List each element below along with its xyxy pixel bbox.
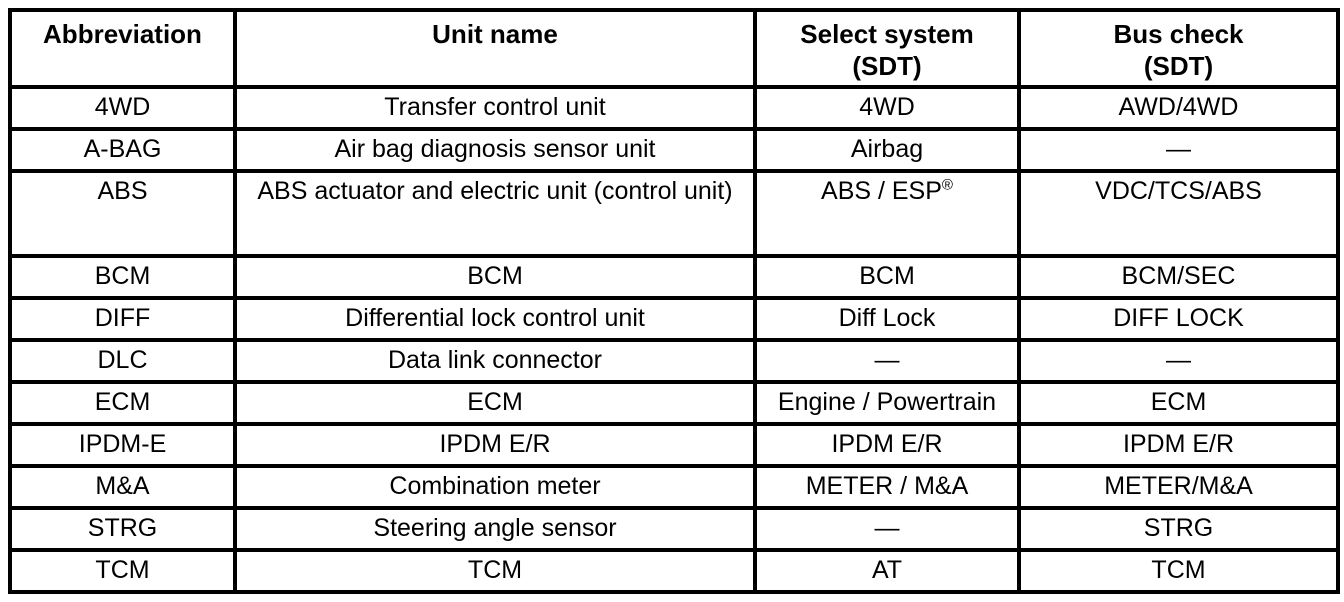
cell-unit-name: BCM bbox=[233, 254, 757, 300]
cell-bus-check: IPDM E/R bbox=[1017, 422, 1340, 468]
cell-select-system: Engine / Powertrain bbox=[753, 380, 1021, 426]
cell-select-system: AT bbox=[753, 548, 1021, 594]
cell-abbreviation: ECM bbox=[8, 380, 237, 426]
table-row: A-BAG Air bag diagnosis sensor unit Airb… bbox=[8, 127, 1340, 173]
cell-select-system: Airbag bbox=[753, 127, 1021, 173]
cell-select-system: IPDM E/R bbox=[753, 422, 1021, 468]
table-row: DIFF Differential lock control unit Diff… bbox=[8, 296, 1340, 342]
cell-abbreviation: 4WD bbox=[8, 85, 237, 131]
cell-abbreviation: STRG bbox=[8, 506, 237, 552]
cell-abbreviation: TCM bbox=[8, 548, 237, 594]
cell-bus-check: METER/M&A bbox=[1017, 464, 1340, 510]
cell-select-system: — bbox=[753, 338, 1021, 384]
cell-unit-name: ABS actuator and electric unit (control … bbox=[233, 169, 757, 258]
select-system-text: ABS / ESP bbox=[821, 177, 942, 205]
cell-select-system: — bbox=[753, 506, 1021, 552]
ecu-abbreviation-table: Abbreviation Unit name Select system (SD… bbox=[8, 8, 1340, 594]
cell-bus-check: — bbox=[1017, 338, 1340, 384]
table-row: 4WD Transfer control unit 4WD AWD/4WD bbox=[8, 85, 1340, 131]
cell-unit-name: Steering angle sensor bbox=[233, 506, 757, 552]
registered-trademark-symbol: ® bbox=[941, 176, 953, 194]
column-header-bus-check: Bus check (SDT) bbox=[1017, 8, 1340, 89]
cell-bus-check: DIFF LOCK bbox=[1017, 296, 1340, 342]
table-row: DLC Data link connector — — bbox=[8, 338, 1340, 384]
table-row: IPDM-E IPDM E/R IPDM E/R IPDM E/R bbox=[8, 422, 1340, 468]
cell-unit-name: Air bag diagnosis sensor unit bbox=[233, 127, 757, 173]
table-row: M&A Combination meter METER / M&A METER/… bbox=[8, 464, 1340, 510]
table-row: ABS ABS actuator and electric unit (cont… bbox=[8, 169, 1340, 258]
cell-select-system: Diff Lock bbox=[753, 296, 1021, 342]
cell-abbreviation: M&A bbox=[8, 464, 237, 510]
cell-unit-name: Combination meter bbox=[233, 464, 757, 510]
cell-bus-check: — bbox=[1017, 127, 1340, 173]
cell-bus-check: AWD/4WD bbox=[1017, 85, 1340, 131]
cell-unit-name: Transfer control unit bbox=[233, 85, 757, 131]
table-header-row: Abbreviation Unit name Select system (SD… bbox=[8, 8, 1340, 89]
cell-unit-name: IPDM E/R bbox=[233, 422, 757, 468]
cell-abbreviation: IPDM-E bbox=[8, 422, 237, 468]
cell-bus-check: TCM bbox=[1017, 548, 1340, 594]
cell-bus-check: STRG bbox=[1017, 506, 1340, 552]
cell-abbreviation: ABS bbox=[8, 169, 237, 258]
table-row: STRG Steering angle sensor — STRG bbox=[8, 506, 1340, 552]
cell-select-system: BCM bbox=[753, 254, 1021, 300]
cell-select-system: 4WD bbox=[753, 85, 1021, 131]
column-header-abbreviation: Abbreviation bbox=[8, 8, 237, 89]
cell-bus-check: BCM/SEC bbox=[1017, 254, 1340, 300]
cell-abbreviation: BCM bbox=[8, 254, 237, 300]
cell-abbreviation: DIFF bbox=[8, 296, 237, 342]
cell-unit-name: Differential lock control unit bbox=[233, 296, 757, 342]
column-header-unit-name: Unit name bbox=[233, 8, 757, 89]
table-row: ECM ECM Engine / Powertrain ECM bbox=[8, 380, 1340, 426]
cell-bus-check: VDC/TCS/ABS bbox=[1017, 169, 1340, 258]
cell-bus-check: ECM bbox=[1017, 380, 1340, 426]
table-row: TCM TCM AT TCM bbox=[8, 548, 1340, 594]
table-row: BCM BCM BCM BCM/SEC bbox=[8, 254, 1340, 300]
cell-unit-name: TCM bbox=[233, 548, 757, 594]
cell-unit-name: ECM bbox=[233, 380, 757, 426]
column-header-select-system: Select system (SDT) bbox=[753, 8, 1021, 89]
cell-select-system: METER / M&A bbox=[753, 464, 1021, 510]
cell-unit-name: Data link connector bbox=[233, 338, 757, 384]
cell-select-system: ABS / ESP® bbox=[753, 169, 1021, 258]
cell-abbreviation: A-BAG bbox=[8, 127, 237, 173]
cell-abbreviation: DLC bbox=[8, 338, 237, 384]
